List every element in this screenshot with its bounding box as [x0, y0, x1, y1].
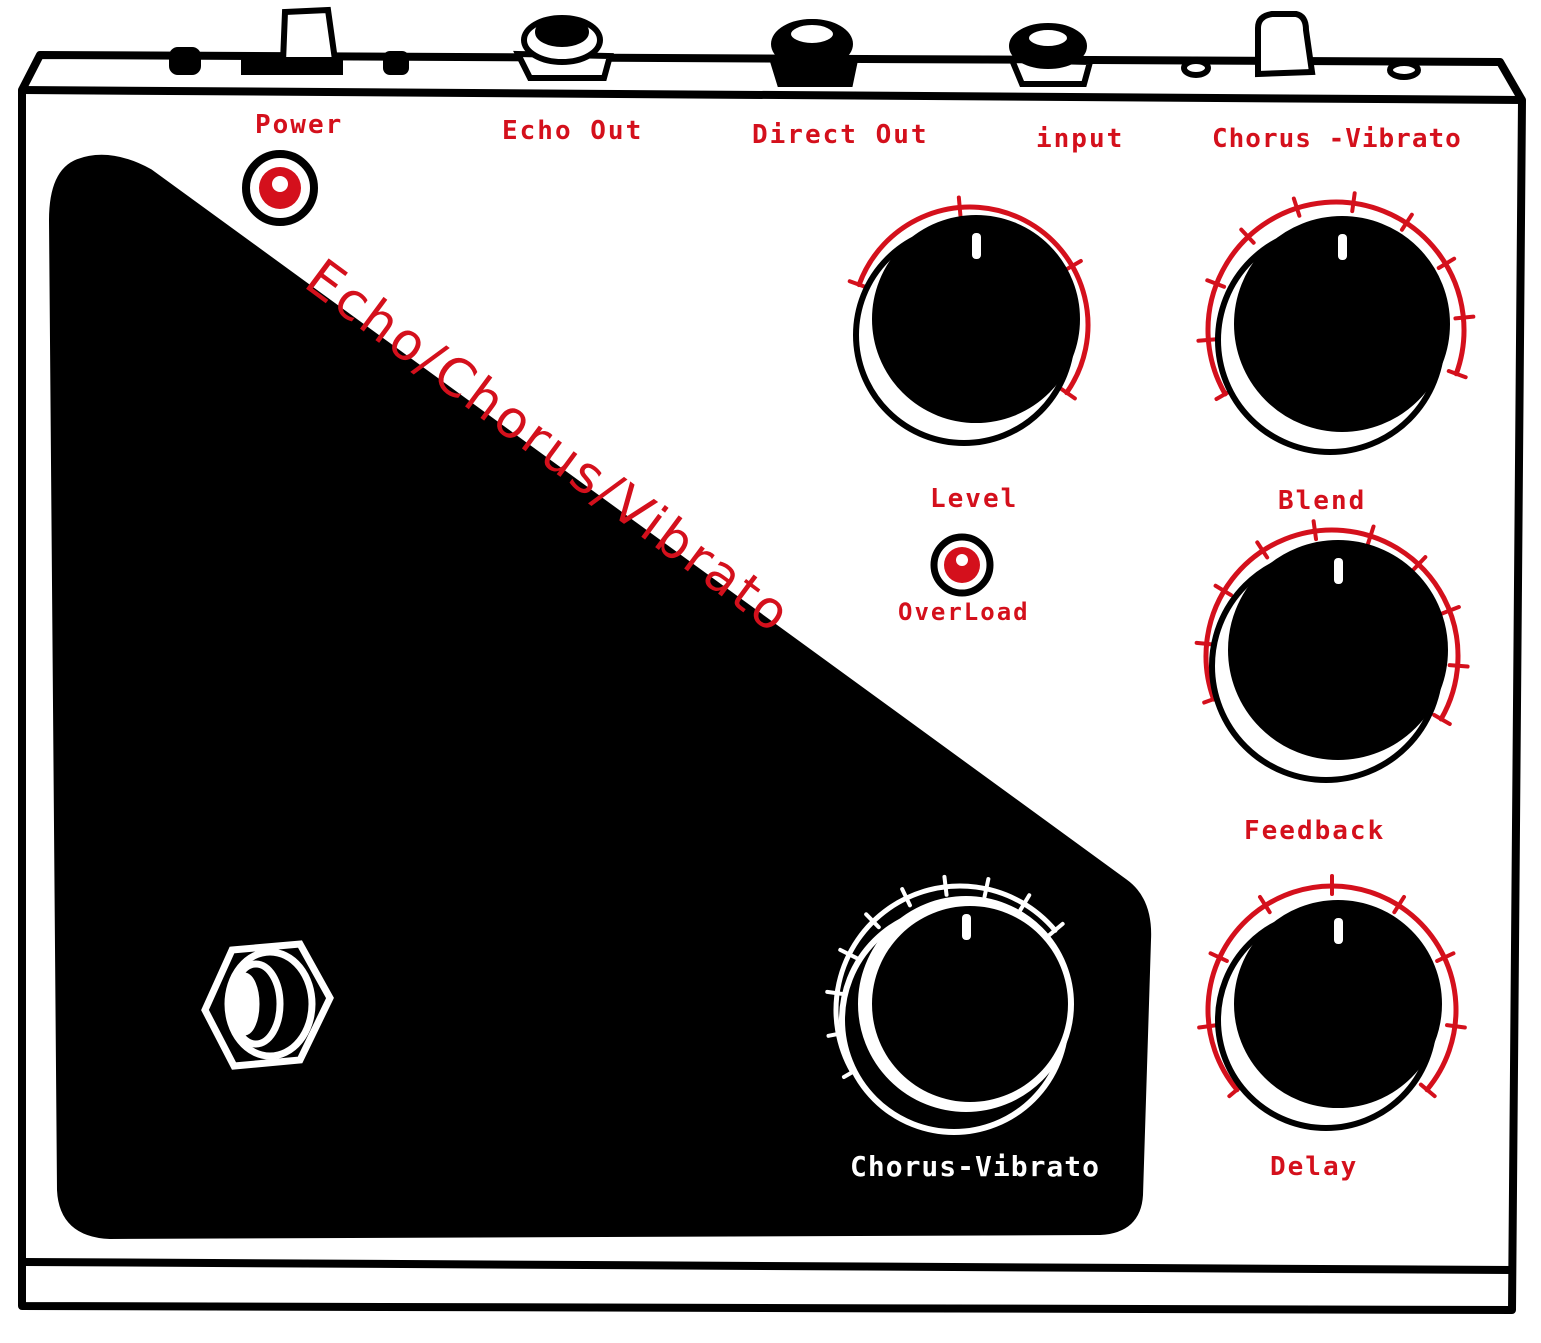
knob-tick	[1445, 1023, 1467, 1030]
knob-tick	[1446, 369, 1468, 380]
knob-tick	[982, 877, 991, 899]
knob-tick	[1196, 337, 1219, 343]
top-screw-2	[383, 51, 409, 75]
feedback-knob[interactable]	[1194, 519, 1470, 783]
knob-tick	[1255, 540, 1270, 560]
knob-scale-arc	[1203, 527, 1461, 722]
knob-tick	[1213, 583, 1233, 598]
knob-pointer	[1338, 234, 1347, 260]
knob-pointer	[1334, 918, 1343, 944]
knob-tick	[956, 195, 963, 218]
knob-tick	[864, 912, 881, 930]
chorus-vibrato-jack-label: Chorus -Vibrato	[1212, 124, 1462, 154]
power-led	[242, 150, 318, 226]
top-screw-4	[1387, 60, 1421, 80]
knob-tick	[1350, 191, 1357, 214]
knob-tick	[1399, 212, 1414, 232]
knob-tick	[942, 874, 949, 897]
overload-label: OverLoad	[898, 598, 1030, 626]
knob-cap	[1228, 540, 1448, 760]
footswitch[interactable]	[201, 940, 334, 1070]
echo-out-label: Echo Out	[502, 116, 644, 146]
knob-tick	[1291, 196, 1302, 218]
knob-tick	[1046, 921, 1065, 938]
knob-tick	[1418, 1082, 1437, 1099]
knob-cap	[1234, 900, 1442, 1108]
chorus-vibrato-switch[interactable]	[1255, 11, 1316, 78]
knob-tick	[838, 947, 859, 960]
chorus-vibrato-knob-label: Chorus-Vibrato	[850, 1150, 1101, 1183]
knob-cap-inner	[872, 906, 1068, 1102]
knob-tick	[1208, 951, 1229, 963]
power-switch-base	[241, 57, 343, 75]
level-knob[interactable]	[847, 195, 1091, 446]
knob-tick	[1447, 663, 1470, 669]
knob-tick	[1432, 713, 1452, 726]
knob-tick	[1311, 519, 1319, 542]
overload-led	[930, 533, 994, 597]
knob-tick	[1366, 524, 1376, 546]
direct-out-jack[interactable]	[767, 19, 859, 87]
top-screw-left	[169, 47, 201, 75]
knob-scale-arc	[1205, 199, 1467, 397]
input-jack[interactable]	[1007, 23, 1094, 87]
blend-label: Blend	[1278, 486, 1367, 516]
delay-label: Delay	[1270, 1152, 1359, 1182]
power-label: Power	[255, 110, 344, 140]
knob-tick	[1058, 386, 1077, 401]
knob-scale-arc	[833, 883, 1058, 1075]
blend-knob[interactable]	[1196, 191, 1476, 455]
knob-tick	[1239, 227, 1256, 245]
knob-tick	[1436, 256, 1457, 270]
knob-tick	[1410, 555, 1428, 573]
feedback-label: Feedback	[1244, 816, 1386, 846]
input-label: input	[1036, 124, 1125, 154]
top-screw-3	[1181, 58, 1211, 78]
echo-out-jack[interactable]	[513, 15, 614, 81]
knob-pointer	[962, 914, 971, 940]
power-switch[interactable]	[279, 6, 339, 66]
knob-tick	[1205, 278, 1227, 289]
knob-pointer	[972, 233, 981, 259]
direct-out-label: Direct Out	[752, 120, 929, 150]
level-label: Level	[930, 484, 1019, 514]
delay-knob[interactable]	[1197, 874, 1467, 1131]
knob-tick	[900, 887, 912, 908]
knob-tick	[1197, 1023, 1219, 1030]
knob-tick	[1440, 605, 1461, 616]
knob-tick	[1453, 314, 1476, 321]
knob-tick	[1258, 894, 1272, 915]
knob-pointer	[1334, 558, 1343, 584]
knob-tick	[1017, 893, 1032, 913]
knob-tick	[1063, 259, 1083, 272]
knob-tick	[1392, 894, 1406, 915]
knob-tick	[1435, 951, 1456, 963]
knob-cap	[1234, 216, 1450, 432]
knob-tick	[847, 279, 869, 290]
top-hardware	[169, 6, 1421, 87]
knob-scale-arc	[856, 204, 1091, 396]
knob-cap	[872, 215, 1080, 423]
chorus-vibrato-knob[interactable]	[825, 874, 1074, 1135]
